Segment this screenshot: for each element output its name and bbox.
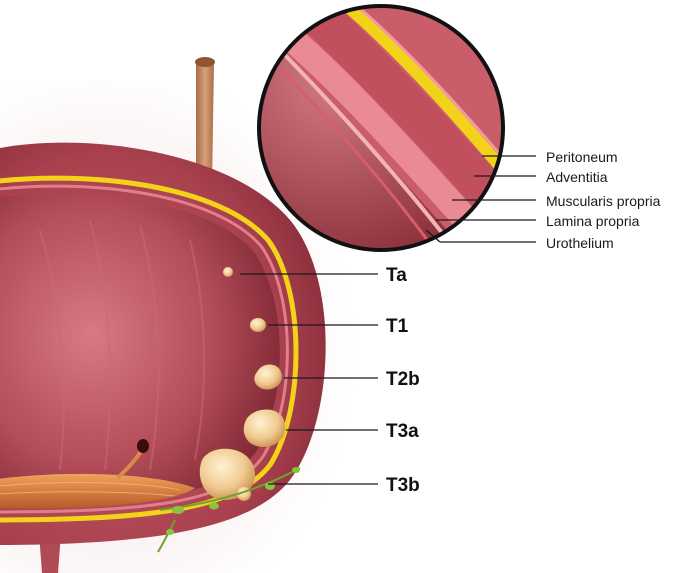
tumor-t1	[250, 318, 266, 332]
label-muscularis-propria: Muscularis propria	[546, 193, 661, 209]
stage-label-t3a: T3a	[386, 421, 419, 442]
trigone-lines	[0, 482, 181, 497]
stage-label-t3b: T3b	[386, 475, 420, 496]
layer-leader-lines	[425, 155, 536, 243]
ureteric-orifice	[137, 439, 149, 453]
tumor-ta	[223, 267, 233, 277]
label-urothelium: Urothelium	[546, 235, 614, 251]
tumor-t3b	[199, 448, 256, 500]
tumors	[199, 267, 286, 501]
ureter-opening	[195, 57, 215, 67]
magnified-wall-inset	[257, 4, 505, 252]
ureter	[196, 62, 214, 185]
label-lamina-propria: Lamina propria	[546, 213, 640, 229]
tumor-t2b	[254, 364, 282, 390]
label-adventitia: Adventitia	[546, 169, 608, 185]
bladder-lumen	[0, 194, 280, 505]
stage-label-t1: T1	[386, 316, 409, 337]
tumor-t3a	[243, 409, 286, 448]
serosa-band	[0, 175, 299, 523]
lamina-band	[0, 184, 289, 514]
stage-label-t2b: T2b	[386, 369, 420, 390]
stage-label-ta: Ta	[386, 265, 407, 286]
stage-leader-lines	[240, 273, 378, 485]
label-peritoneum: Peritoneum	[546, 149, 618, 165]
mucosal-folds	[39, 219, 206, 471]
